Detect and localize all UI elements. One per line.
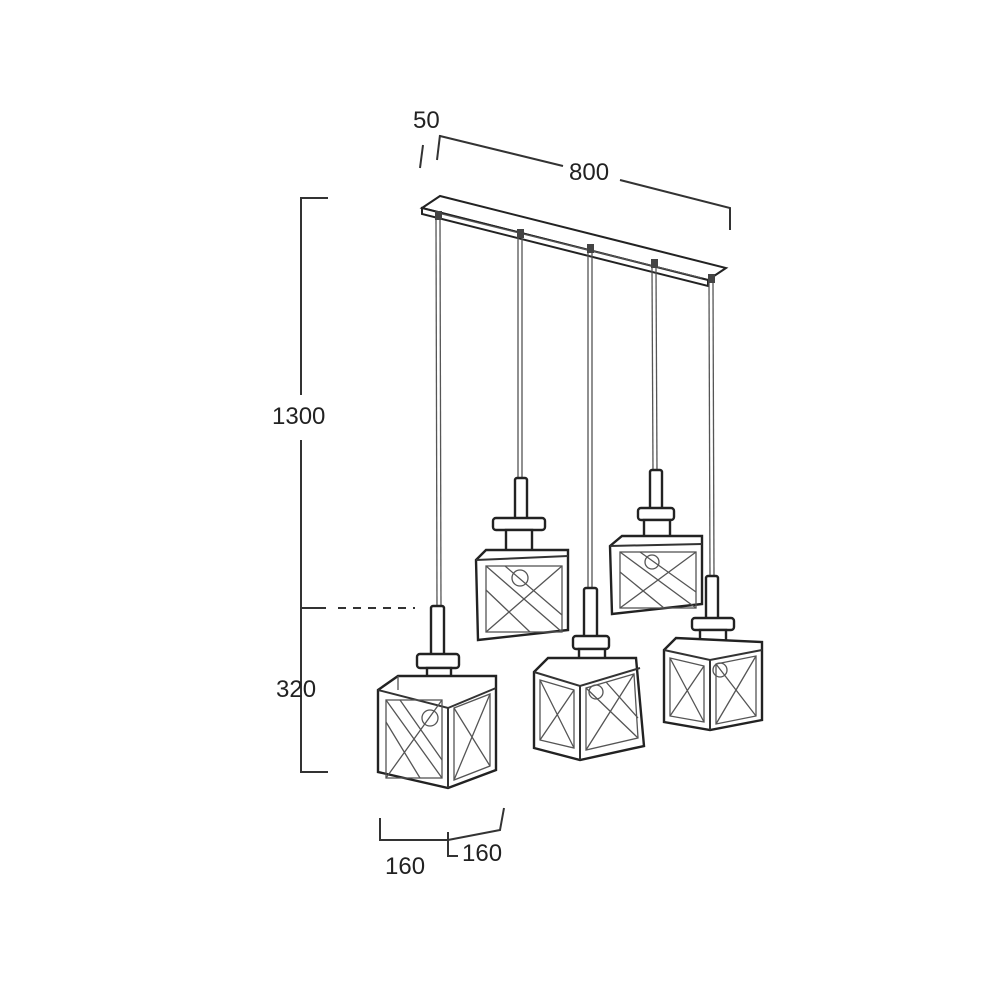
canopy-bar <box>419 194 729 288</box>
pendant-shade-1 <box>376 604 498 790</box>
pendant-shade-5 <box>662 574 764 732</box>
dim-label-1300: 1300 <box>272 403 325 430</box>
pendant-shade-4 <box>532 586 646 762</box>
dim-overall-height: 1300 <box>272 197 328 773</box>
dim-label-320: 320 <box>276 676 316 703</box>
dim-label-800: 800 <box>569 159 609 186</box>
suspension-cords <box>435 219 715 611</box>
pendant-shade-2 <box>474 476 570 642</box>
dim-label-50: 50 <box>413 107 440 134</box>
dim-canopy-depth: 50 <box>413 107 441 169</box>
dim-label-160-right: 160 <box>462 840 502 867</box>
dim-shade-height: 320 <box>276 607 415 703</box>
dim-label-160-left: 160 <box>385 853 425 880</box>
pendant-shade-3 <box>608 468 704 616</box>
dim-overall-width: 800 <box>439 135 731 230</box>
dim-shade-footprint: 160 160 <box>379 807 505 880</box>
